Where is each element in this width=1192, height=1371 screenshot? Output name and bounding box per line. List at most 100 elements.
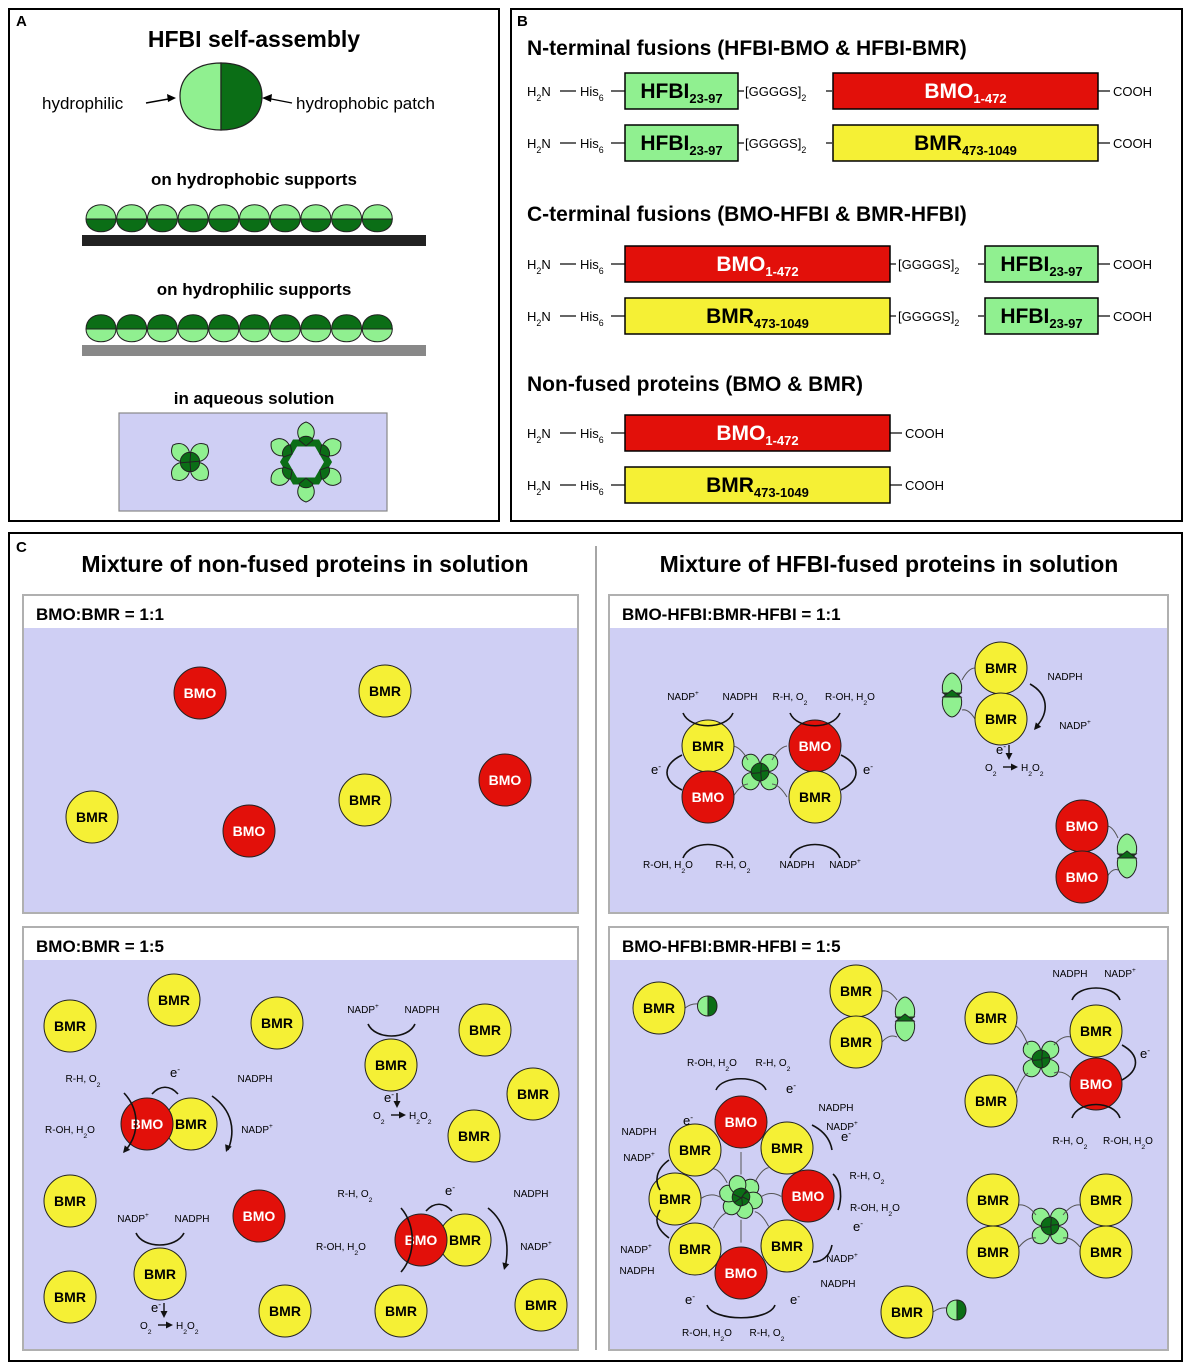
hfbi-unit: [177, 314, 209, 343]
svg-text:BMO: BMO: [725, 1114, 758, 1130]
svg-text:BMO: BMO: [184, 685, 217, 701]
reaction-arrow: [656, 1209, 670, 1239]
reaction-label: R-H, O2: [850, 1171, 885, 1186]
reaction-label: NADPH: [1052, 969, 1087, 980]
reaction-label: NADPH: [621, 1127, 656, 1138]
reaction-arrow: [789, 843, 841, 859]
electron-label: e-: [445, 1182, 455, 1198]
arrowhead-icon: [502, 1262, 510, 1270]
linker-line: [881, 990, 898, 1001]
linker-line: [1018, 1204, 1037, 1216]
panel-a: A HFBI self-assembly hydrophilic hydroph…: [8, 8, 500, 522]
bmr-enzyme: BMR: [43, 1270, 97, 1324]
bmo-enzyme: BMO: [394, 1213, 448, 1267]
reaction-arrow: [367, 1023, 416, 1037]
svg-text:BMR: BMR: [469, 1022, 501, 1038]
hfbi-unit: [177, 204, 209, 233]
reaction-arrow: [715, 1078, 767, 1091]
hfbi-unit: [146, 314, 178, 343]
svg-text:BMR: BMR: [144, 1266, 176, 1282]
arrowhead-icon: [1011, 763, 1018, 771]
svg-text:BMR: BMR: [692, 738, 724, 754]
svg-text:BMR: BMR: [985, 660, 1017, 676]
panel-b: B N-terminal fusions (HFBI-BMO & HFBI-BM…: [510, 8, 1183, 522]
bmo-enzyme: BMO: [222, 804, 276, 858]
bmo-domain: [624, 414, 891, 452]
bmr-enzyme: BMR: [632, 981, 686, 1035]
bmr-enzyme: BMR: [829, 964, 883, 1018]
right-title: Mixture of HFBI-fused proteins in soluti…: [660, 551, 1119, 577]
hfbi-dimer: [1116, 833, 1138, 879]
reaction-label: R-OH, H2O: [643, 860, 693, 875]
linker-line: [1053, 1036, 1072, 1046]
linker-line: [754, 1167, 769, 1183]
svg-text:BMR: BMR: [369, 683, 401, 699]
linker-line: [1018, 1237, 1037, 1248]
bmr-domain-label: BMR473-1049: [706, 474, 809, 500]
bmr-enzyme: BMR: [966, 1225, 1020, 1279]
bmr-enzyme: BMR: [364, 1038, 418, 1092]
his-tag-label: His6: [580, 426, 604, 445]
hfbi-unit: [300, 204, 332, 233]
linker-line: [1015, 1072, 1029, 1094]
linker-line: [1053, 1071, 1072, 1079]
box-nonfused-1-1-title: BMO:BMR = 1:1: [36, 605, 164, 624]
svg-text:BMR: BMR: [175, 1116, 207, 1132]
svg-text:BMO: BMO: [243, 1208, 276, 1224]
reaction-label: NADP+: [117, 1212, 149, 1225]
h2n-label: H2N: [527, 478, 551, 497]
bmr-enzyme: BMR: [648, 1172, 702, 1226]
reaction-label: NADP+: [1059, 719, 1091, 732]
svg-text:BMR: BMR: [1090, 1244, 1122, 1260]
svg-text:BMR: BMR: [985, 711, 1017, 727]
reaction-arrow: [811, 1124, 833, 1151]
svg-text:BMR: BMR: [771, 1140, 803, 1156]
reaction-label: NADP+: [1104, 967, 1136, 980]
bmo-domain: [832, 72, 1099, 110]
bmr-enzyme: BMR: [668, 1222, 722, 1276]
electron-label: e-: [151, 1299, 161, 1315]
bmr-enzyme: BMR: [514, 1278, 568, 1332]
svg-text:BMR: BMR: [261, 1015, 293, 1031]
box-nonfused-1-5-title: BMO:BMR = 1:5: [36, 937, 164, 956]
svg-text:BMR: BMR: [54, 1018, 86, 1034]
h2n-label: H2N: [527, 426, 551, 445]
c-terminal-title: C-terminal fusions (BMO-HFBI & BMR-HFBI): [527, 203, 967, 226]
hfbi-hexamer: [266, 421, 346, 503]
bmr-enzyme: BMR: [147, 973, 201, 1027]
reaction-label: R-H, O2: [756, 1058, 791, 1073]
svg-text:BMR: BMR: [517, 1086, 549, 1102]
reaction-label: NADPH: [513, 1189, 548, 1200]
linker-line: [1062, 1204, 1081, 1216]
linker-line: [771, 745, 788, 761]
h2n-label: H2N: [527, 309, 551, 328]
bmo-enzyme: BMO: [120, 1097, 174, 1151]
bmr-enzyme: BMR: [250, 996, 304, 1050]
svg-text:BMO: BMO: [233, 823, 266, 839]
electron-label: e-: [786, 1080, 796, 1096]
bmo-enzyme: BMO: [1055, 850, 1109, 904]
hydrophobic-support: [82, 235, 426, 246]
arrowhead-icon: [1005, 753, 1013, 760]
svg-text:BMR: BMR: [771, 1238, 803, 1254]
hfbi-cluster: [1022, 1040, 1060, 1078]
reaction-arrow: [812, 1244, 833, 1263]
electron-label: e-: [996, 741, 1006, 757]
linker-line: [1015, 1025, 1029, 1046]
bmr-enzyme: BMR: [506, 1067, 560, 1121]
bmr-enzyme: BMR: [133, 1247, 187, 1301]
electron-label: e-: [790, 1291, 800, 1307]
electron-label: e-: [853, 1218, 863, 1234]
bmr-enzyme: BMR: [788, 770, 842, 824]
hfbi-domain-label: HFBI23-97: [1000, 305, 1082, 331]
reaction-label: R-H, O2: [338, 1189, 373, 1204]
bmr-enzyme: BMR: [447, 1109, 501, 1163]
hfbi-unit: [238, 314, 271, 343]
bmr-enzyme: BMR: [1079, 1225, 1133, 1279]
reaction-labels: R-H, O2 R-OH, H2O NADPH NADP+ e- NADP+ NADPH e-…: [45, 672, 1153, 1343]
reaction-label: NADPH: [722, 692, 757, 703]
reaction-label: NADP+: [241, 1123, 273, 1136]
svg-text:BMR: BMR: [269, 1303, 301, 1319]
electron-label: e-: [863, 761, 873, 777]
